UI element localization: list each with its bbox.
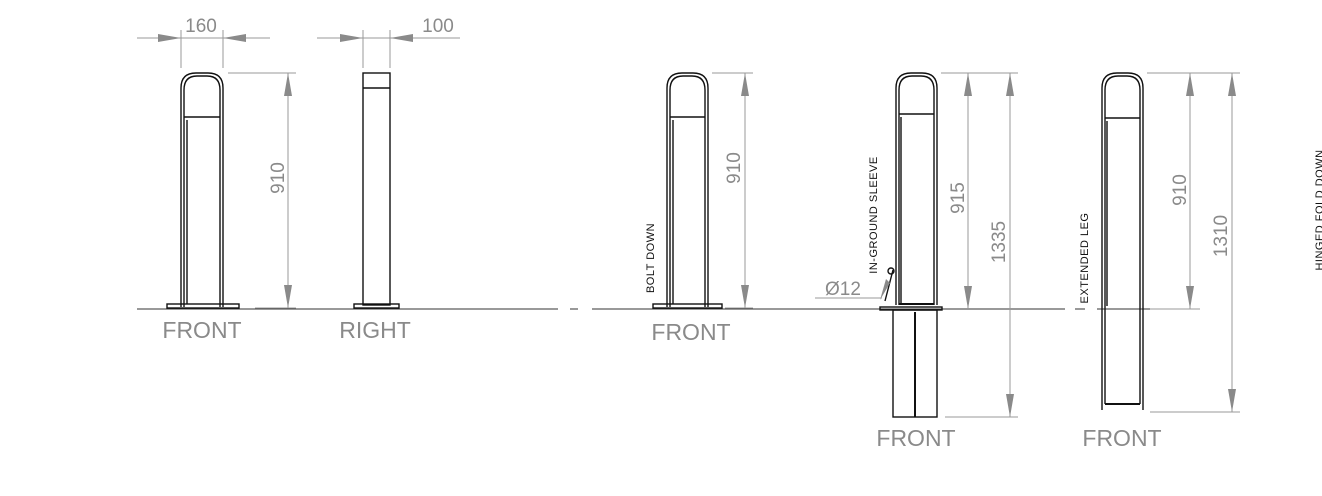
width-dimension: 160 [137,16,270,68]
extended-leg-view: EXTENDED LEG 910 1310 FRONT [1079,72,1240,451]
right-view: 100 RIGHT [317,16,460,343]
front-view-surface: 160 910 FRONT [137,16,296,343]
svg-text:915: 915 [948,182,969,214]
svg-text:910: 910 [268,162,289,194]
bolt-down-view: BOLT DOWN 910 FRONT [645,72,753,345]
width-dimension: 100 [317,16,460,68]
svg-text:100: 100 [422,16,454,37]
bollard-outline [666,72,709,307]
bollard-outline [362,72,391,306]
view-label: FRONT [1082,425,1161,451]
in-ground-sleeve-view: Ø12 IN-GROUND SLEEVE 915 1335 FRONT [815,72,1018,451]
hinged-note-label: HINGED FOLD DOWN [1314,149,1322,270]
base-plate [166,303,240,309]
svg-text:910: 910 [724,152,745,184]
pin [884,269,894,302]
view-label: FRONT [162,317,241,343]
bollard-outline [895,72,938,305]
svg-text:910: 910 [1170,174,1191,206]
svg-text:160: 160 [185,16,217,37]
pin-dimension: Ø12 [825,279,861,300]
bollard-outline [180,72,224,307]
height-dimension: 915 [941,72,1018,309]
base-plate [652,303,723,309]
view-label: FRONT [876,425,955,451]
svg-text:1335: 1335 [989,221,1010,263]
height-dimension: 910 [1147,72,1240,310]
svg-text:1310: 1310 [1211,215,1232,257]
height-dimension: 910 [228,72,296,309]
note-label: EXTENDED LEG [1079,213,1091,304]
view-label: RIGHT [339,317,411,343]
base-plate [353,303,400,309]
note-label: IN-GROUND SLEEVE [868,156,880,273]
note-label: BOLT DOWN [645,223,657,293]
bollard-outline [1101,72,1144,410]
total-dimension: 1335 [945,73,1018,418]
total-dimension: 1310 [1150,73,1240,413]
height-dimension: 910 [712,72,753,309]
view-label: FRONT [651,319,730,345]
